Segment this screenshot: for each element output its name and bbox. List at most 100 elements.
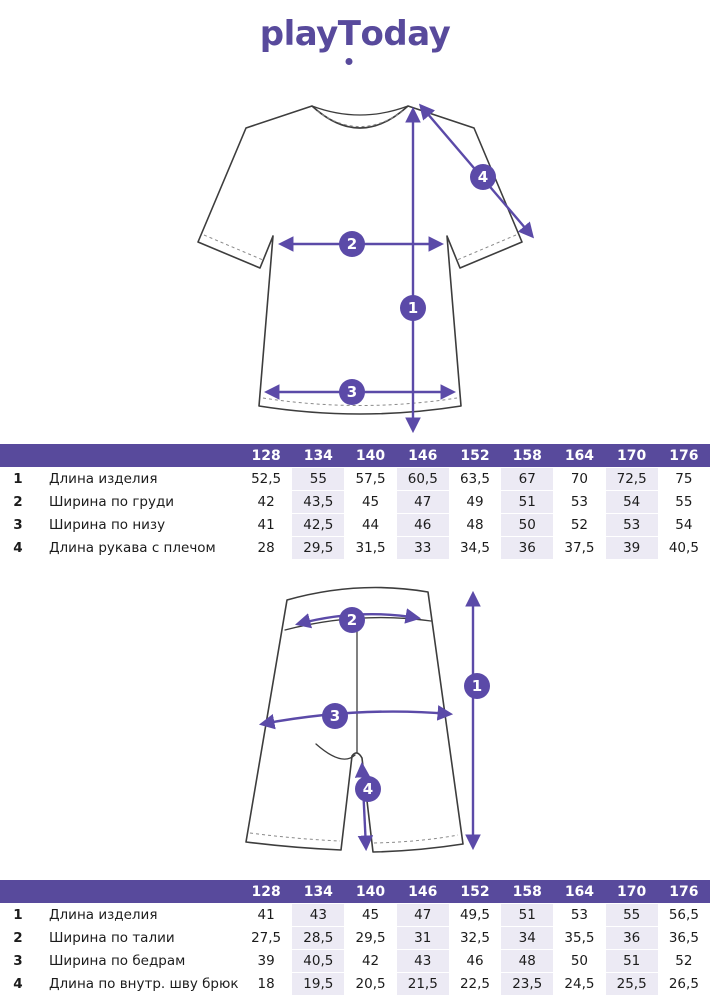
header-spacer: [36, 444, 240, 468]
size-header-cell: 146: [396, 880, 449, 904]
value-cell: 54: [605, 491, 658, 514]
value-cell: 34: [501, 927, 554, 950]
value-cell: 50: [553, 950, 606, 973]
value-cell: 45: [344, 904, 397, 927]
value-cell: 24,5: [553, 973, 606, 996]
value-cell: 36,5: [657, 927, 710, 950]
value-cell: 60,5: [396, 468, 449, 491]
value-cell: 29,5: [292, 537, 345, 560]
logo-letter-t: T: [338, 14, 361, 65]
value-cell: 50: [501, 514, 554, 537]
value-cell: 46: [448, 950, 502, 973]
size-header-cell: 164: [553, 444, 606, 468]
value-cell: 57,5: [344, 468, 397, 491]
tshirt-diagram: 1 2 3 4: [197, 103, 535, 434]
row-label-cell: Ширина по бедрам: [36, 950, 240, 973]
value-cell: 52: [553, 514, 606, 537]
marker-2: 2: [339, 607, 365, 633]
value-cell: 48: [501, 950, 554, 973]
right-leg-hem-stitch: [373, 834, 459, 844]
logo-dot-icon: [345, 58, 353, 65]
row-label-cell: Длина по внутр. шву брюк: [36, 973, 240, 996]
svg-text:3: 3: [330, 707, 340, 725]
value-cell: 40,5: [657, 537, 710, 560]
value-cell: 47: [396, 904, 449, 927]
value-cell: 18: [240, 973, 293, 996]
marker-4: 4: [355, 776, 381, 802]
value-cell: 45: [344, 491, 397, 514]
row-number-cell: 2: [0, 491, 36, 514]
value-cell: 31,5: [344, 537, 397, 560]
size-header-cell: 128: [240, 880, 293, 904]
value-cell: 52: [657, 950, 710, 973]
size-header-cell: 146: [396, 444, 449, 468]
row-number-cell: 4: [0, 537, 36, 560]
value-cell: 40,5: [292, 950, 345, 973]
collar-seam: [311, 105, 409, 116]
crotch-curve: [315, 743, 356, 760]
logo-text-play: play: [259, 14, 339, 54]
value-cell: 35,5: [553, 927, 606, 950]
marker-3: 3: [339, 379, 365, 405]
right-cuff-stitch: [456, 234, 517, 261]
value-cell: 20,5: [344, 973, 397, 996]
value-cell: 55: [657, 491, 710, 514]
logo-text-oday: oday: [360, 14, 451, 54]
value-cell: 49: [448, 491, 502, 514]
row-label-cell: Ширина по низу: [36, 514, 240, 537]
size-header-cell: 158: [501, 880, 554, 904]
row-number-cell: 3: [0, 514, 36, 537]
svg-text:1: 1: [408, 299, 418, 317]
svg-text:2: 2: [347, 235, 357, 253]
svg-text:4: 4: [478, 168, 488, 186]
value-cell: 43,5: [292, 491, 345, 514]
row-label-cell: Длина изделия: [36, 904, 240, 927]
size-header-cell: 140: [344, 880, 397, 904]
size-header-cell: 152: [448, 444, 502, 468]
value-cell: 44: [344, 514, 397, 537]
value-cell: 32,5: [448, 927, 502, 950]
value-cell: 47: [396, 491, 449, 514]
value-cell: 33: [396, 537, 449, 560]
value-cell: 36: [605, 927, 658, 950]
value-cell: 39: [240, 950, 293, 973]
value-cell: 21,5: [396, 973, 449, 996]
value-cell: 51: [605, 950, 658, 973]
value-cell: 28,5: [292, 927, 345, 950]
row-number-cell: 2: [0, 927, 36, 950]
row-number-cell: 4: [0, 973, 36, 996]
row-number-cell: 3: [0, 950, 36, 973]
row-label-cell: Длина рукава с плечом: [36, 537, 240, 560]
value-cell: 25,5: [605, 973, 658, 996]
header-spacer: [0, 444, 36, 468]
value-cell: 54: [657, 514, 710, 537]
value-cell: 48: [448, 514, 502, 537]
size-header-cell: 176: [657, 880, 710, 904]
size-header-cell: 134: [292, 880, 345, 904]
tshirt-outline: [197, 105, 523, 415]
size-header-cell: 170: [605, 444, 658, 468]
value-cell: 41: [240, 514, 293, 537]
marker-1: 1: [464, 673, 490, 699]
value-cell: 46: [396, 514, 449, 537]
size-header-cell: 164: [553, 880, 606, 904]
size-header-cell: 152: [448, 880, 502, 904]
value-cell: 28: [240, 537, 293, 560]
row-number-cell: 1: [0, 904, 36, 927]
row-label-cell: Ширина по талии: [36, 927, 240, 950]
value-cell: 31: [396, 927, 449, 950]
value-cell: 72,5: [605, 468, 658, 491]
value-cell: 43: [396, 950, 449, 973]
value-cell: 42: [344, 950, 397, 973]
value-cell: 42,5: [292, 514, 345, 537]
